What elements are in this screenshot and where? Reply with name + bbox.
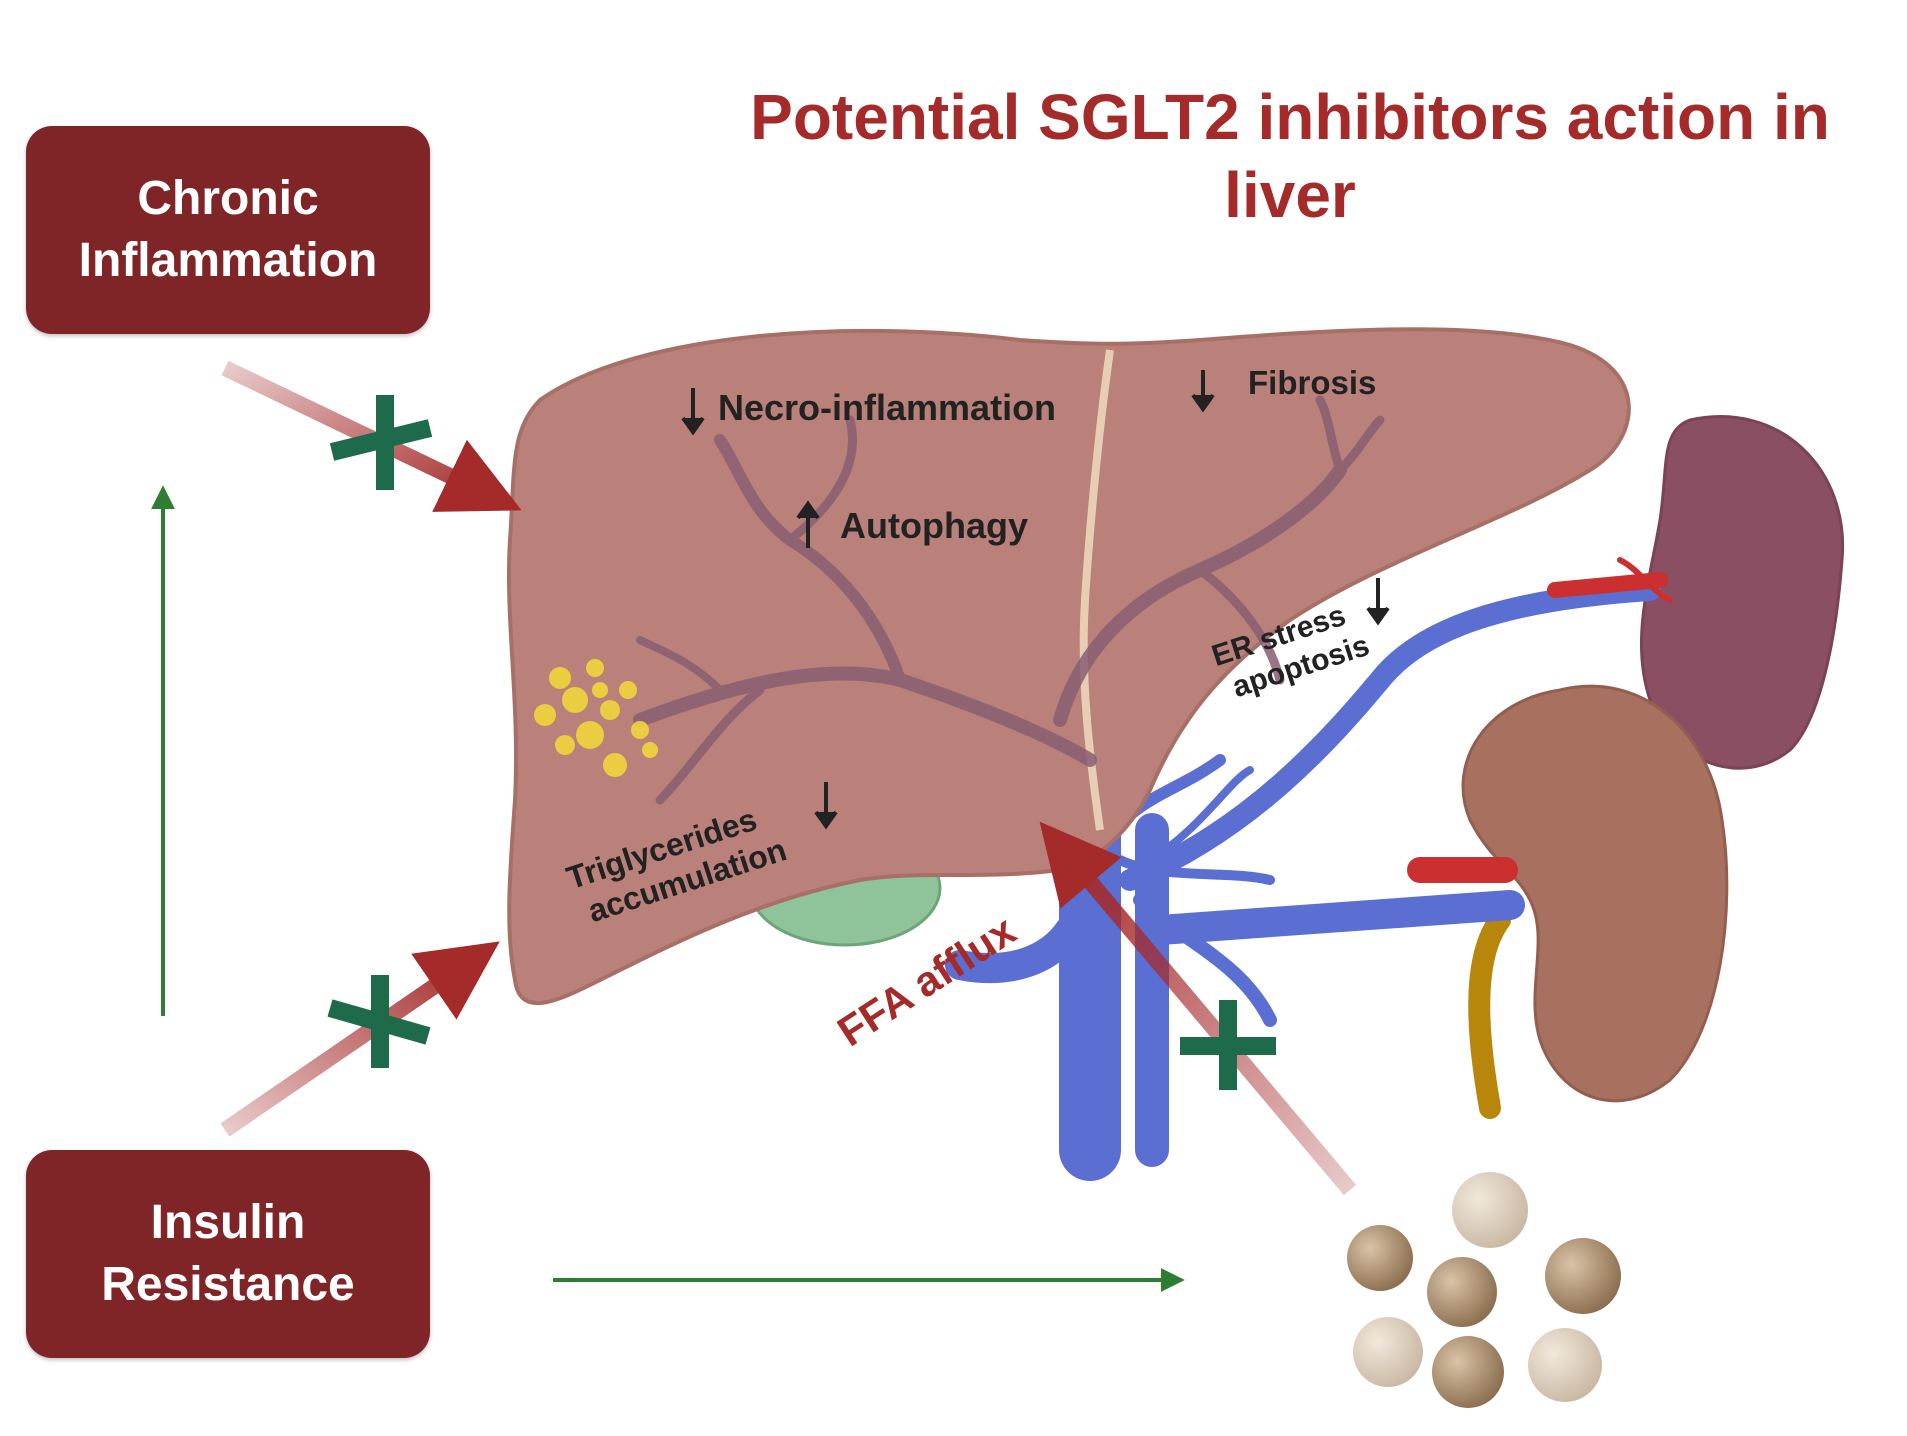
chronic-line-2: Inflammation <box>78 234 378 287</box>
ffa-droplets <box>1347 1172 1621 1408</box>
arteries <box>1407 557 1673 883</box>
arrow-chronic-to-liver <box>221 360 522 512</box>
insulin-line-1: Insulin <box>150 1196 306 1249</box>
fat-droplets <box>534 659 658 777</box>
liver <box>507 327 1631 1006</box>
block-x-ffa <box>1180 1000 1276 1090</box>
insulin-resistance-box: Insulin Resistance <box>26 1150 430 1358</box>
label-autophagy: Autophagy <box>840 505 1028 546</box>
page-title: Potential SGLT2 inhibitors action in liv… <box>690 78 1890 234</box>
kidney <box>1461 684 1729 1103</box>
chronic-line-1: Chronic <box>137 172 319 225</box>
indicator-arrows <box>681 370 1390 830</box>
arrow-ffa-to-liver <box>1039 821 1357 1196</box>
arrow-insulin-to-liver <box>220 941 500 1137</box>
liver-vessels <box>633 395 1385 805</box>
title-line-1: Potential SGLT2 inhibitors action in <box>750 81 1830 153</box>
label-necro-inflammation: Necro-inflammation <box>718 387 1056 428</box>
title-line-2: liver <box>1224 159 1356 231</box>
label-fibrosis: Fibrosis <box>1248 364 1376 401</box>
block-x-insulin <box>327 975 431 1068</box>
ureter <box>1468 909 1511 1119</box>
chronic-inflammation-box: Chronic Inflammation <box>26 126 430 334</box>
insulin-line-2: Resistance <box>101 1258 355 1311</box>
block-x-chronic <box>329 395 433 490</box>
spleen <box>1639 415 1845 770</box>
